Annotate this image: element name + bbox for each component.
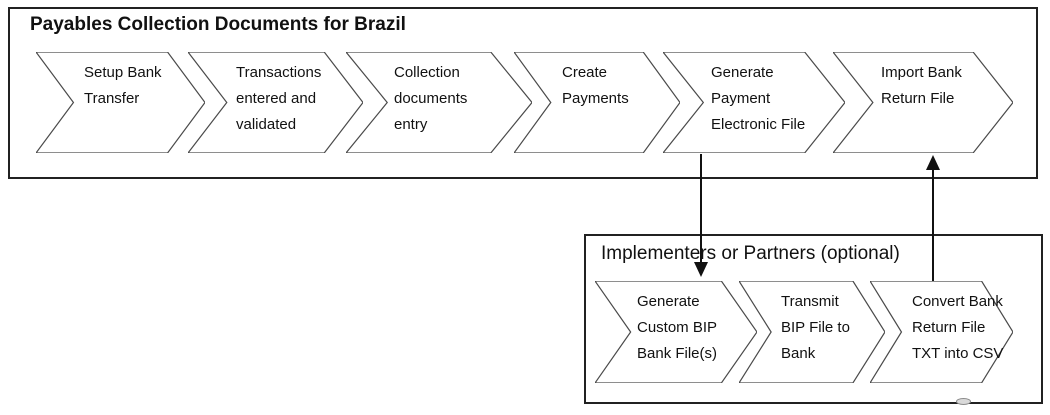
- step-label-line: Convert Bank: [912, 293, 1003, 310]
- step-label-line: Setup Bank: [84, 64, 162, 81]
- step-label-line: Return File: [912, 319, 986, 336]
- chevron-shape-icon: [595, 281, 757, 383]
- step-transmit-bip-file-to-bank: Transmit BIP File to Bank: [739, 281, 885, 383]
- step-label-line: Collection: [394, 64, 460, 81]
- chevron-shape-icon: [739, 281, 885, 383]
- step-label-line: Return File: [881, 90, 955, 107]
- step-label-line: validated: [236, 116, 297, 133]
- payables-group-title: Payables Collection Documents for Brazil: [30, 14, 406, 35]
- connector-down-arrow-line: [700, 154, 702, 263]
- step-label-line: Transfer: [84, 90, 140, 107]
- connector-up-arrow-line: [932, 169, 934, 281]
- step-label-line: Generate: [711, 64, 774, 81]
- step-label-line: entry: [394, 116, 428, 133]
- step-label: Generate Custom BIP Bank File(s): [637, 289, 717, 367]
- chevron-shape-icon: [870, 281, 1013, 383]
- step-label: Collection documents entry: [394, 60, 467, 138]
- chevron-shape-icon: [514, 52, 680, 153]
- step-label-line: Import Bank: [881, 64, 962, 81]
- step-label-line: TXT into CSV: [912, 345, 1004, 362]
- step-label: Create Payments: [562, 60, 629, 112]
- connector-up-arrowhead-icon: [926, 155, 940, 170]
- step-label-line: Bank: [781, 345, 816, 362]
- artifact-mark: [956, 398, 971, 405]
- step-collection-documents-entry: Collection documents entry: [346, 52, 532, 153]
- step-transactions-entered-validated: Transactions entered and validated: [188, 52, 363, 153]
- step-generate-payment-electronic-file: Generate Payment Electronic File: [663, 52, 845, 153]
- step-convert-bank-return-file-txt-csv: Convert Bank Return File TXT into CSV: [870, 281, 1013, 383]
- chevron-shape-icon: [346, 52, 532, 153]
- step-label: Generate Payment Electronic File: [711, 60, 805, 138]
- step-label-line: Payments: [562, 90, 629, 107]
- step-label-line: Generate: [637, 293, 700, 310]
- step-label: Transactions entered and validated: [236, 60, 321, 138]
- step-generate-custom-bip-bank-files: Generate Custom BIP Bank File(s): [595, 281, 757, 383]
- step-label-line: Custom BIP: [637, 319, 718, 336]
- step-label-line: Electronic File: [711, 116, 806, 133]
- step-label-line: Transactions: [236, 64, 322, 81]
- step-create-payments: Create Payments: [514, 52, 680, 153]
- chevron-shape-icon: [663, 52, 845, 153]
- step-label-line: documents: [394, 90, 468, 107]
- step-label-line: entered and: [236, 90, 317, 107]
- step-label-line: Bank File(s): [637, 345, 718, 362]
- step-label-line: Payment: [711, 90, 771, 107]
- step-label-line: Transmit: [781, 293, 839, 310]
- chevron-shape-icon: [833, 52, 1013, 153]
- step-setup-bank-transfer: Setup Bank Transfer: [36, 52, 205, 153]
- step-label: Import Bank Return File: [881, 60, 962, 112]
- step-label-line: BIP File to: [781, 319, 850, 336]
- step-label: Setup Bank Transfer: [84, 60, 162, 112]
- step-label: Convert Bank Return File TXT into CSV: [912, 289, 1003, 367]
- step-label-line: Create: [562, 64, 608, 81]
- chevron-shape-icon: [36, 52, 205, 153]
- step-import-bank-return-file: Import Bank Return File: [833, 52, 1013, 153]
- step-label: Transmit BIP File to Bank: [781, 289, 850, 367]
- implementers-group-title: Implementers or Partners (optional): [601, 243, 900, 264]
- chevron-shape-icon: [188, 52, 363, 153]
- connector-down-arrowhead-icon: [694, 262, 708, 277]
